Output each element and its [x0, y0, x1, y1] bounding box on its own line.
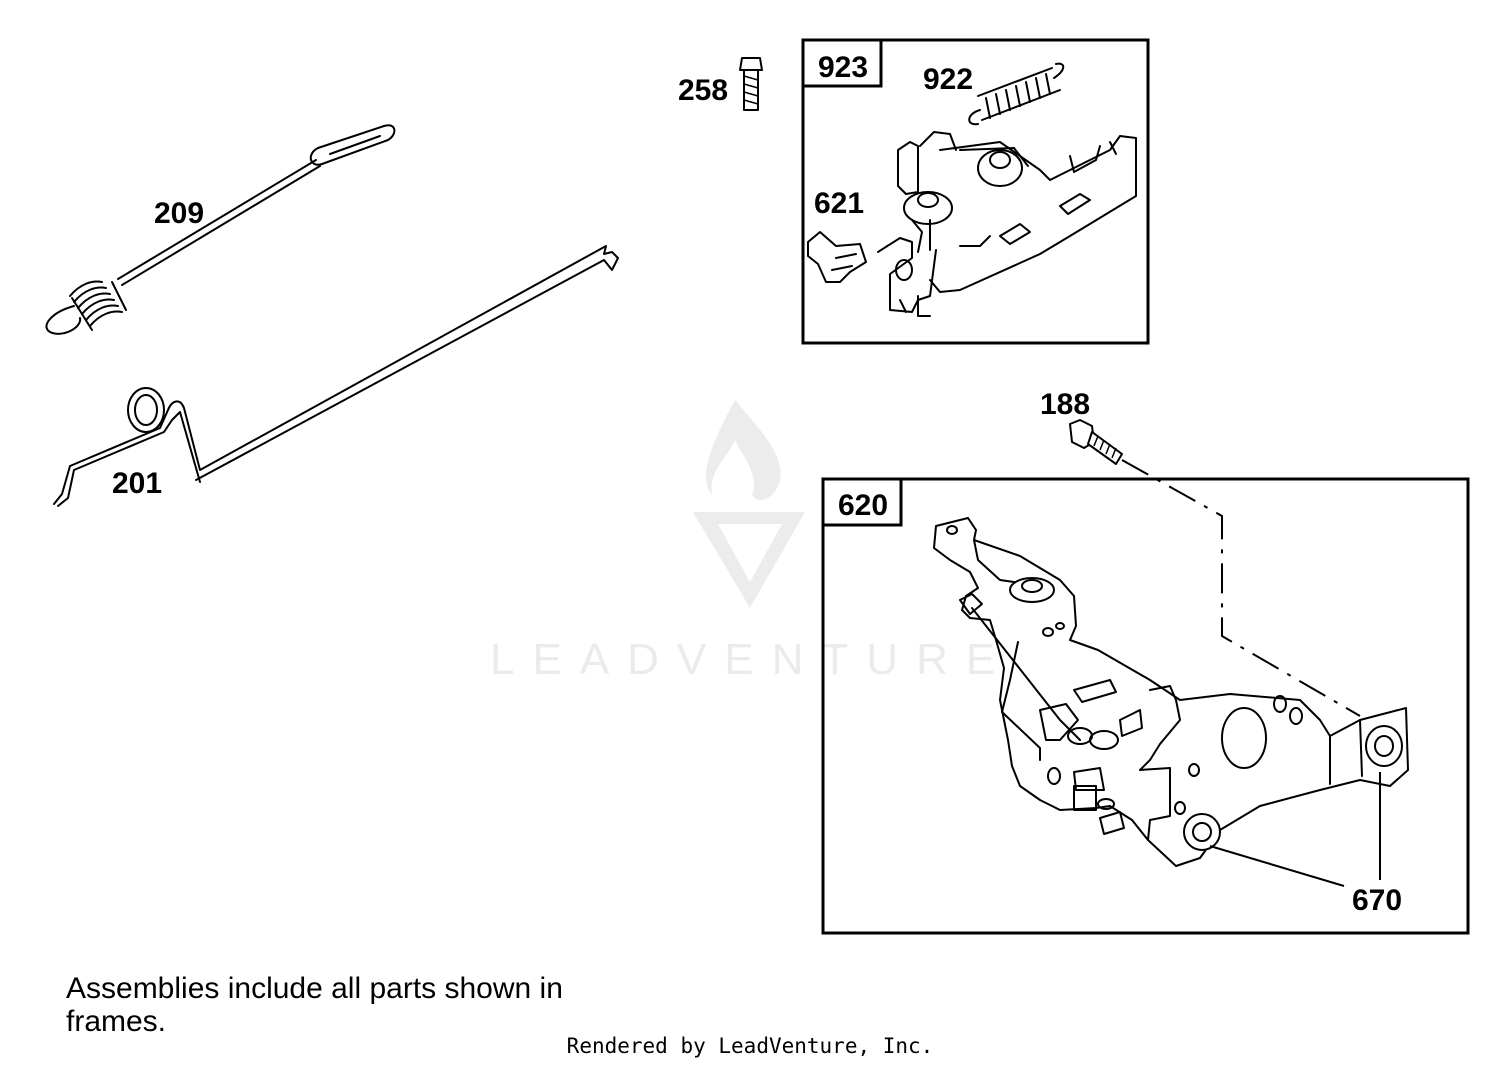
callout-188: 188: [1040, 388, 1090, 421]
frame-620-tag: [821, 477, 903, 527]
callout-621: 621: [814, 187, 864, 220]
callout-670: 670: [1352, 884, 1402, 917]
callout-923: 923: [818, 51, 868, 84]
part-620-control-bracket: [933, 517, 1409, 867]
callout-620: 620: [838, 489, 888, 522]
frame-620: [821, 477, 1470, 935]
part-201-link-rod: [53, 245, 619, 507]
watermark-v-icon: [693, 512, 805, 608]
callout-201: 201: [112, 467, 162, 500]
part-188-leader-dashdot: [1121, 459, 1361, 717]
part-621-control-assembly: [807, 131, 1137, 317]
frame-923-tag: [801, 38, 883, 88]
watermark-text: LEADVENTURE: [490, 635, 1013, 684]
assemblies-note: Assemblies include all parts shown in fr…: [66, 972, 563, 1038]
part-209-spring: [45, 124, 396, 335]
frame-923: [801, 38, 1150, 345]
part-188-bolt: [1069, 419, 1123, 465]
callout-922: 922: [923, 63, 973, 96]
watermark-flame-icon: [705, 400, 781, 500]
callout-258: 258: [678, 74, 728, 107]
rendered-by-footer: Rendered by LeadVenture, Inc.: [566, 1034, 934, 1058]
part-922-spring: [968, 62, 1065, 126]
part-258-screw: [739, 57, 763, 111]
watermark: LEADVENTURE: [490, 400, 1013, 684]
part-670-leader-1: [1209, 845, 1345, 887]
callout-209: 209: [154, 197, 204, 230]
